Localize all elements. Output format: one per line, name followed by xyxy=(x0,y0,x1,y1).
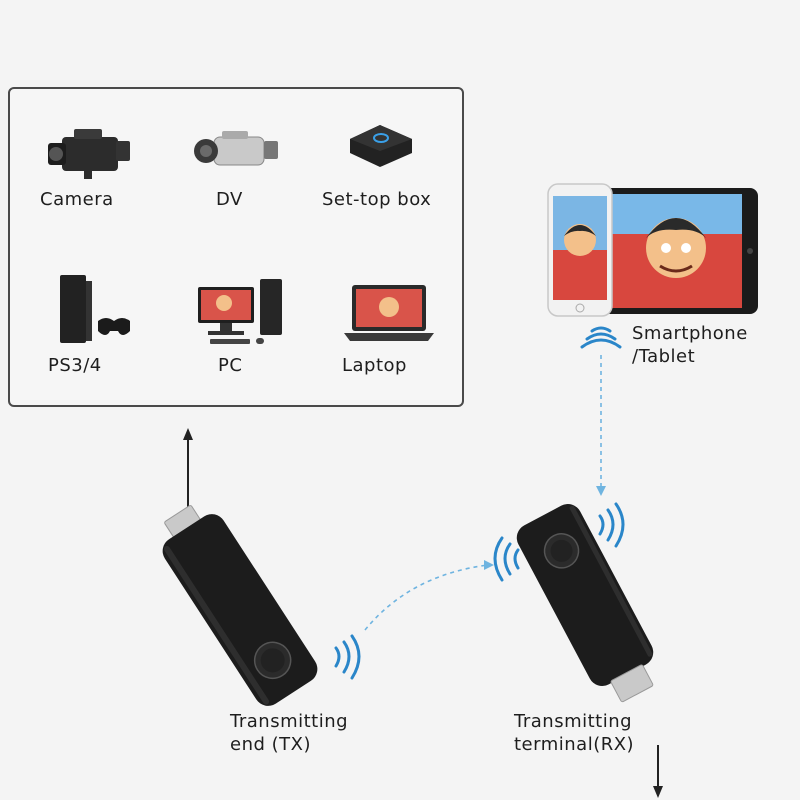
phone-tablet-icon xyxy=(547,183,758,317)
device-pc: PC xyxy=(190,269,300,379)
arrow-down-output xyxy=(653,745,663,798)
wifi-waves-rx-left xyxy=(493,536,520,582)
smartphone-tablet-label: Smartphone /Tablet xyxy=(632,322,748,368)
rx-label: Transmitting terminal(RX) xyxy=(514,710,634,756)
device-laptop: Laptop xyxy=(340,269,450,379)
device-label-dv: DV xyxy=(216,189,243,210)
smartphone-tablet-label-line2: /Tablet xyxy=(632,346,696,367)
source-devices-panel: Camera DV Set-top box PS3/4 xyxy=(8,87,464,407)
game-console-icon xyxy=(60,275,130,343)
device-camera: Camera xyxy=(38,119,148,219)
laptop-icon xyxy=(344,285,434,341)
device-label-ps: PS3/4 xyxy=(48,355,102,376)
camera-icon xyxy=(48,129,130,179)
tx-dongle xyxy=(162,505,318,706)
device-ps: PS3/4 xyxy=(40,269,150,379)
rx-label-line2: terminal(RX) xyxy=(514,734,635,755)
wifi-waves-phone xyxy=(580,326,622,349)
device-label-camera: Camera xyxy=(40,189,114,210)
camcorder-icon xyxy=(194,131,278,166)
tx-label: Transmitting end (TX) xyxy=(230,710,348,756)
device-dv: DV xyxy=(190,119,300,219)
wifi-waves-tx xyxy=(334,634,361,680)
arrow-up-to-sources xyxy=(183,428,193,515)
smartphone-tablet-label-line1: Smartphone xyxy=(632,323,748,344)
desktop-pc-icon xyxy=(198,279,282,344)
device-label-laptop: Laptop xyxy=(342,355,407,376)
tx-label-line1: Transmitting xyxy=(230,711,349,732)
set-top-box-icon xyxy=(350,125,412,167)
wireless-link-phone-to-rx xyxy=(596,355,606,496)
rx-dongle xyxy=(516,504,654,703)
tx-label-line2: end (TX) xyxy=(230,734,312,755)
device-set-top-box: Set-top box xyxy=(320,115,460,215)
wireless-link-tx-to-rx xyxy=(364,560,494,631)
device-label-pc: PC xyxy=(218,355,243,376)
device-label-set-top-box: Set-top box xyxy=(322,189,432,210)
wifi-waves-rx-right xyxy=(598,502,625,548)
rx-label-line1: Transmitting xyxy=(514,711,633,732)
